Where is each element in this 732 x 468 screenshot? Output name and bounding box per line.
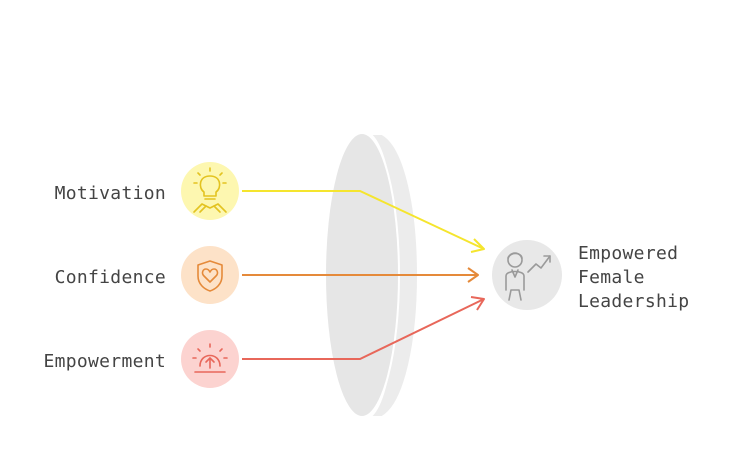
outcome-line-1: Empowered: [578, 243, 679, 264]
outcome-line-2: Female: [578, 267, 645, 288]
connector-motivation: [242, 190, 485, 253]
label-confidence: Confidence: [54, 267, 166, 288]
connector-confidence: [242, 267, 479, 283]
label-empowerment: Empowerment: [43, 351, 166, 372]
businesswoman-growth-icon: [492, 240, 562, 310]
outcome-label: Empowered Female Leadership: [578, 242, 689, 314]
lightbulb-hand-icon: [181, 162, 239, 220]
rising-sun-arrow-icon: [181, 330, 239, 388]
outcome-line-3: Leadership: [578, 291, 690, 312]
heart-shield-icon: [181, 246, 239, 304]
label-motivation: Motivation: [54, 183, 166, 204]
connector-empowerment: [242, 296, 485, 360]
